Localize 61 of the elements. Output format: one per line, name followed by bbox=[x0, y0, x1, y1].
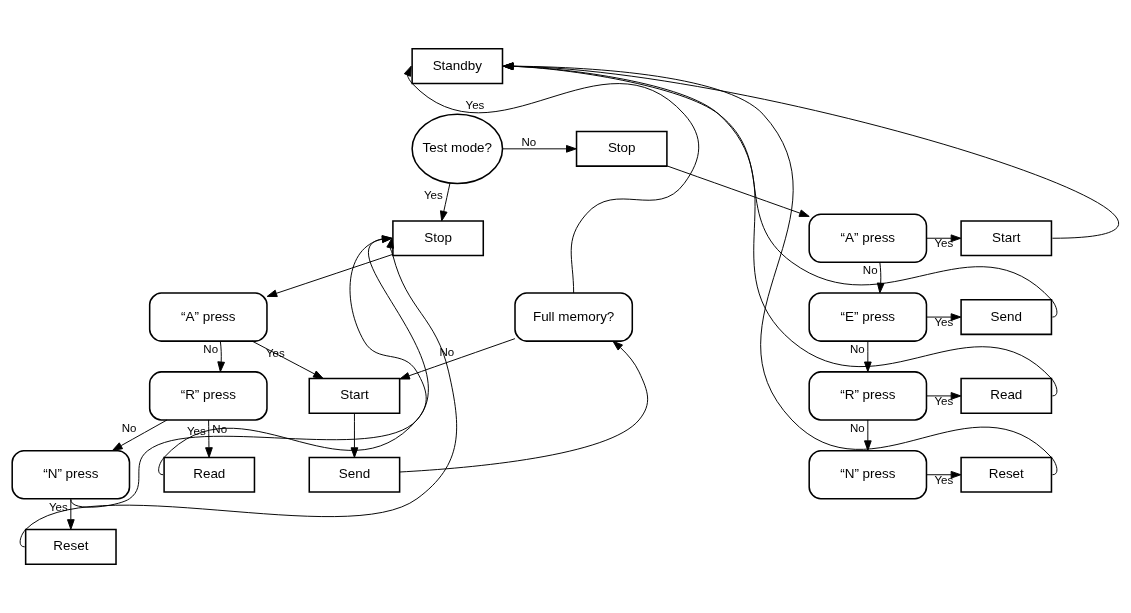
node-box: Reset bbox=[960, 456, 1053, 493]
node-ellipse: Test mode? bbox=[411, 113, 504, 185]
arrow bbox=[926, 470, 962, 479]
arrow bbox=[503, 62, 1058, 318]
node-box: Send bbox=[308, 456, 401, 493]
arrow bbox=[19, 237, 458, 548]
edge-label: No bbox=[521, 135, 537, 148]
arrow bbox=[251, 340, 324, 379]
edge-label: No bbox=[862, 264, 878, 277]
arrow bbox=[399, 338, 516, 380]
edge-label: Yes bbox=[934, 473, 954, 486]
node-box: Start bbox=[308, 377, 401, 414]
node-box: Full memory? bbox=[514, 292, 634, 342]
edge-label: Yes bbox=[423, 188, 443, 201]
arrow bbox=[217, 340, 225, 373]
arrow bbox=[399, 340, 649, 473]
edge-label: Yes bbox=[186, 425, 206, 438]
arrow bbox=[403, 65, 700, 294]
node-box: Standby bbox=[411, 48, 504, 85]
node-box: “N” press bbox=[11, 449, 131, 500]
node-box: Read bbox=[163, 456, 256, 493]
arrow bbox=[112, 419, 168, 451]
arrow bbox=[864, 340, 872, 373]
arrow bbox=[266, 253, 394, 298]
node-box: “E” press bbox=[808, 292, 928, 342]
node-box: Read bbox=[960, 377, 1053, 414]
node-box: Start bbox=[960, 220, 1053, 257]
arrow bbox=[503, 62, 1119, 239]
arrow bbox=[926, 392, 962, 400]
node-box: Stop bbox=[575, 130, 668, 167]
arrow bbox=[350, 413, 359, 458]
edge-label: No bbox=[121, 422, 137, 435]
arrow bbox=[440, 182, 451, 222]
arrow bbox=[926, 313, 962, 321]
edge-label: Yes bbox=[48, 500, 68, 513]
arrow bbox=[67, 498, 75, 530]
arrow bbox=[70, 235, 429, 508]
arrow bbox=[666, 165, 810, 217]
node-box: “R” press bbox=[808, 371, 928, 421]
edge-label: No bbox=[439, 345, 455, 358]
node-box: “A” press bbox=[148, 292, 268, 342]
node-box: Reset bbox=[24, 528, 117, 565]
node-box: “R” press bbox=[148, 371, 268, 421]
arrow bbox=[864, 419, 872, 451]
node-box: “N” press bbox=[808, 449, 928, 500]
arrow bbox=[926, 234, 962, 243]
edge-label: No bbox=[849, 343, 865, 356]
arrow bbox=[205, 419, 213, 458]
node-box: Stop bbox=[392, 220, 485, 257]
edge-label: No bbox=[203, 343, 219, 356]
edge-label: Yes bbox=[934, 237, 954, 250]
arrow bbox=[502, 145, 577, 153]
edge-label: No bbox=[849, 421, 865, 434]
arrow bbox=[503, 62, 1058, 397]
node-box: “A” press bbox=[808, 213, 928, 264]
node-box: Send bbox=[960, 299, 1053, 336]
edge-label: Yes bbox=[934, 395, 954, 408]
arrow bbox=[876, 261, 885, 294]
edge-label: Yes bbox=[934, 316, 954, 329]
edge-label: Yes bbox=[465, 99, 485, 112]
arrow bbox=[158, 235, 427, 476]
